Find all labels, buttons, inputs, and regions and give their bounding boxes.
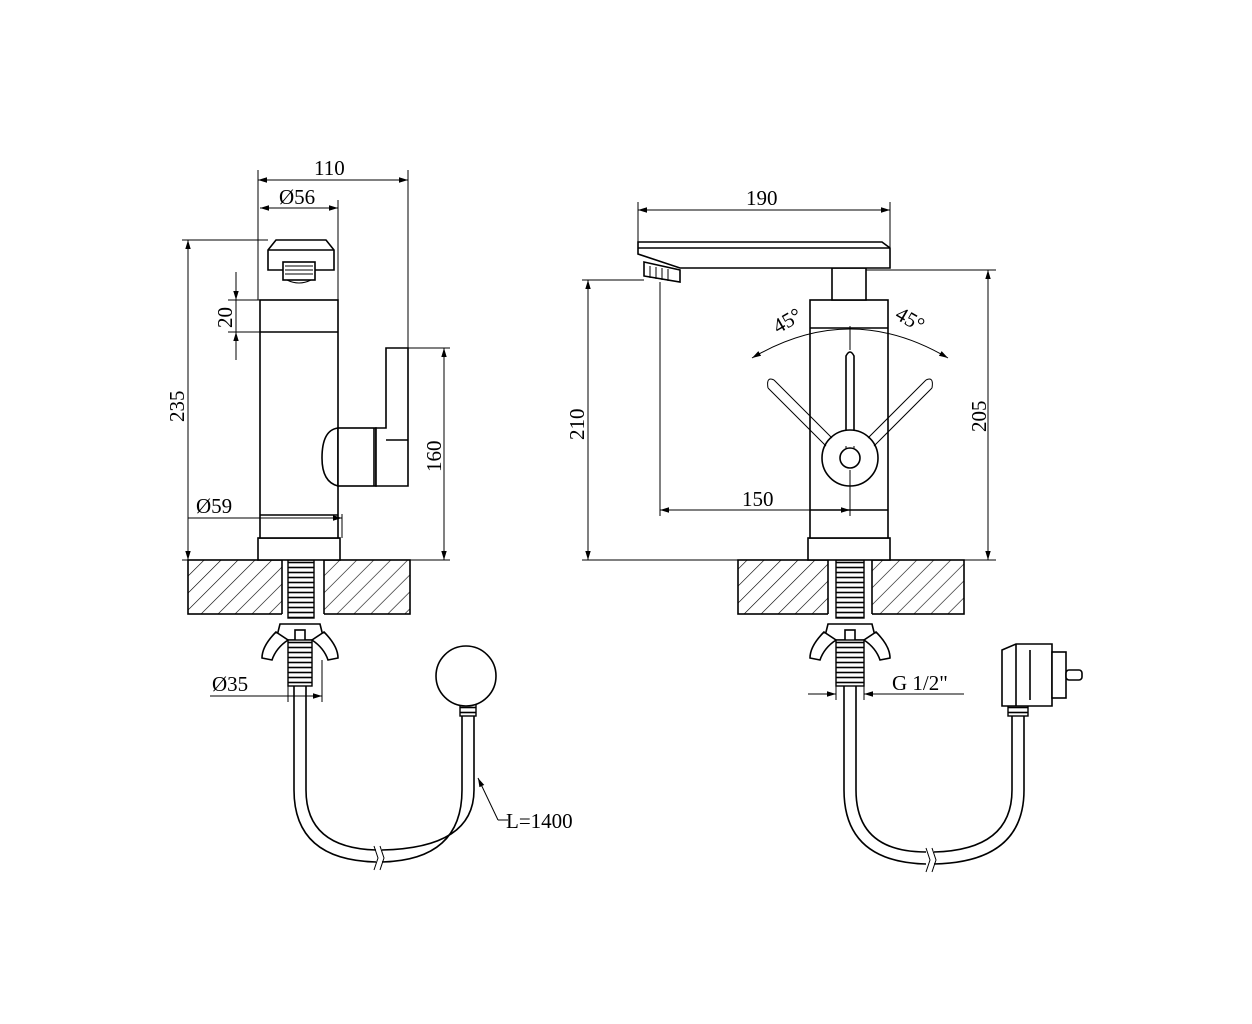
dim-lever-height-label: 160 bbox=[422, 441, 446, 473]
dim-width-total-label: 110 bbox=[314, 156, 345, 180]
dim-head-diameter: Ø56 bbox=[260, 185, 339, 300]
right-power-cable bbox=[843, 643, 1083, 873]
dim-lever-height: 160 bbox=[408, 347, 450, 561]
dim-height-to-outlet-label: 210 bbox=[565, 409, 589, 441]
dim-spout-length: 190 bbox=[637, 186, 891, 248]
dim-reach: 150 bbox=[659, 282, 851, 516]
left-base-ring bbox=[257, 537, 341, 561]
dim-height-body-label: 205 bbox=[967, 401, 991, 433]
dim-collar-height: 20 bbox=[213, 272, 260, 360]
dim-height-total-label: 235 bbox=[165, 391, 189, 423]
dim-height-total: 235 bbox=[165, 239, 268, 561]
cable-length-label: L=1400 bbox=[506, 809, 573, 833]
dim-shank-diameter-label: Ø35 bbox=[212, 672, 248, 696]
left-view: 110 Ø56 235 20 160 bbox=[165, 156, 573, 871]
left-body bbox=[259, 299, 339, 539]
dim-connection-thread: G 1/2" bbox=[808, 671, 964, 700]
left-power-cable bbox=[293, 645, 497, 871]
left-plug-ball bbox=[435, 645, 497, 707]
dim-body-diameter-label: Ø59 bbox=[196, 494, 232, 518]
right-mounting-nut bbox=[809, 623, 891, 687]
dim-collar-height-label: 20 bbox=[213, 307, 237, 328]
dim-shank-diameter: Ø35 bbox=[210, 660, 323, 702]
dim-width-total: 110 bbox=[257, 156, 409, 348]
right-threaded-shank bbox=[835, 559, 865, 619]
right-power-plug bbox=[1001, 643, 1083, 707]
right-body bbox=[809, 299, 889, 539]
dim-reach-label: 150 bbox=[742, 487, 774, 511]
dim-connection-thread-label: G 1/2" bbox=[892, 671, 948, 695]
dim-height-body: 205 bbox=[866, 269, 996, 561]
dim-head-diameter-label: Ø56 bbox=[279, 185, 315, 209]
angle-right-label: 45° bbox=[892, 302, 929, 337]
cable-length-callout: L=1400 bbox=[477, 777, 573, 833]
left-threaded-shank bbox=[287, 559, 315, 619]
dim-body-diameter: Ø59 bbox=[188, 494, 343, 538]
right-spout bbox=[637, 241, 891, 269]
left-lever bbox=[321, 427, 339, 488]
angle-left-label: 45° bbox=[769, 303, 806, 338]
left-mounting-nut bbox=[261, 623, 339, 687]
right-base-ring bbox=[807, 537, 891, 561]
dim-height-to-outlet: 210 bbox=[565, 279, 808, 561]
dim-spout-length-label: 190 bbox=[746, 186, 778, 210]
left-aerator bbox=[282, 261, 316, 281]
right-view: 45° 45° bbox=[565, 186, 1083, 873]
